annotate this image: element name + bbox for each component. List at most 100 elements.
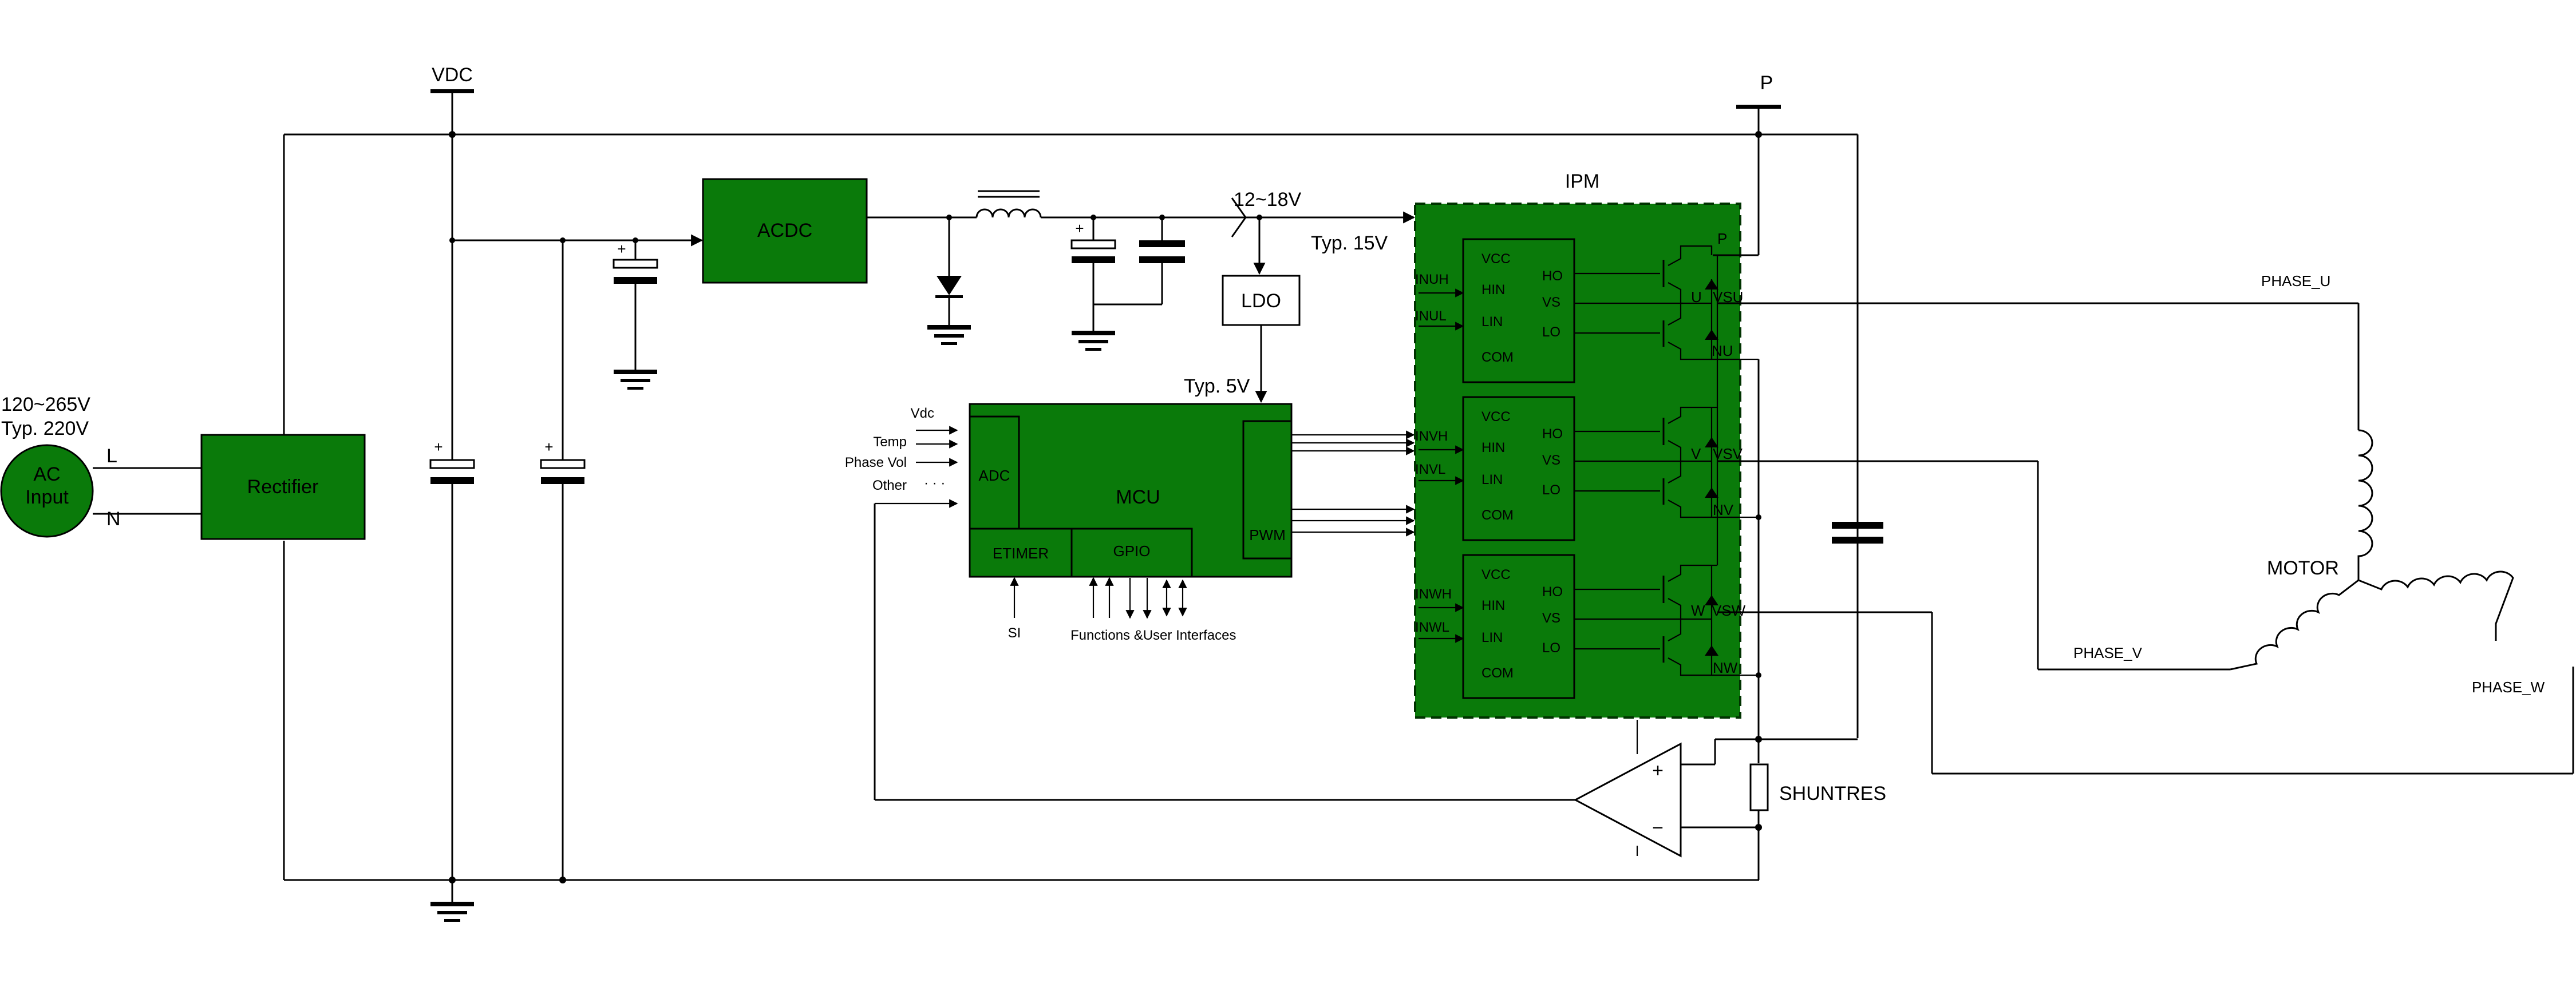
driver-w: VCC HIN LIN COM HO VS LO INWH INWL W VSW (1415, 554, 1746, 699)
svg-text:AC: AC (33, 463, 60, 485)
output-cap-ground (1070, 310, 1116, 352)
phase-u-label: PHASE_U (2261, 272, 2330, 290)
svg-text:P: P (1760, 72, 1773, 94)
motor-label: MOTOR (2267, 557, 2339, 579)
svg-text:Phase Vol: Phase Vol (845, 455, 907, 470)
phase-w-label: PHASE_W (2472, 679, 2545, 696)
svg-text:Rectifier: Rectifier (247, 476, 319, 498)
ipm-label: IPM (1565, 171, 1599, 192)
svg-text:MCU: MCU (1116, 486, 1160, 508)
vdc-rail: VDC (430, 64, 474, 93)
svg-text:VS: VS (1542, 295, 1560, 310)
ground-main (429, 881, 475, 923)
igbt-v-high (1662, 406, 1718, 462)
ac-typical-voltage: Typ. 220V (1, 418, 89, 439)
svg-text:LIN: LIN (1481, 314, 1503, 330)
svg-text:· · ·: · · · (924, 475, 945, 491)
svg-text:HO: HO (1542, 268, 1563, 284)
ipm-pin-u: U (1691, 288, 1702, 306)
igbt-v-low (1662, 461, 1718, 518)
svg-text:VS: VS (1542, 453, 1560, 468)
svg-text:+: + (1075, 220, 1084, 237)
ldo-block: LDO Typ. 5V (1184, 275, 1301, 403)
svg-text:Vdc: Vdc (911, 406, 934, 421)
voltage-12-18: 12~18V (1234, 189, 1301, 211)
mcu-block: MCU ADC PWM ETIMER GPIO (969, 403, 1293, 578)
dc-link-capacitor (1832, 134, 1883, 544)
igbt-u-high (1662, 245, 1718, 304)
bus-capacitor-2: + (540, 438, 586, 484)
svg-text:LIN: LIN (1481, 472, 1503, 487)
svg-text:HIN: HIN (1481, 598, 1505, 613)
ipm-pin-v: V (1691, 445, 1701, 462)
ipm-pin-vsw: VSW (1712, 602, 1746, 619)
ipm-pin-nw: NW (1713, 659, 1738, 676)
ac-input: 120~265V Typ. 220V AC Input L N (0, 394, 202, 538)
ipm-input-inul: INUL (1415, 308, 1447, 324)
n-rail (1681, 358, 1858, 880)
pwm-signals (1291, 430, 1415, 537)
ipm-pin-p: P (1717, 230, 1727, 247)
si-label: SI (1008, 625, 1021, 641)
svg-text:LO: LO (1542, 482, 1560, 498)
functions-label: Functions &User Interfaces (1070, 628, 1236, 643)
igbt-u-low (1662, 303, 1718, 360)
phase-wiring: PHASE_U PHASE_V PHASE_W (1717, 272, 2574, 775)
ac-voltage-range: 120~265V (1, 394, 90, 415)
ipm-pin-nu: NU (1712, 342, 1733, 359)
svg-text:VCC: VCC (1481, 251, 1511, 267)
svg-text:COM: COM (1481, 665, 1514, 681)
ipm-internal-bus (1710, 246, 1718, 566)
ipm-input-inuh: INUH (1415, 272, 1449, 287)
svg-text:COM: COM (1481, 508, 1514, 523)
output-electrolytic-capacitor: + (1070, 220, 1116, 263)
ipm-input-invh: INVH (1415, 429, 1448, 444)
svg-text:Other: Other (872, 478, 907, 493)
svg-text:HO: HO (1542, 426, 1563, 442)
igbt-w-high (1662, 564, 1718, 620)
voltage-typ-5: Typ. 5V (1184, 375, 1250, 397)
output-ceramic-capacitor (1139, 240, 1185, 263)
svg-text:Input: Input (25, 486, 69, 508)
svg-text:LIN: LIN (1481, 630, 1503, 645)
svg-text:LO: LO (1542, 640, 1560, 656)
driver-v: VCC HIN LIN COM HO VS LO INVH INVL V VSV (1415, 396, 1743, 541)
driver-u: VCC HIN LIN COM HO VS LO INUH INUL U VSU (1415, 238, 1743, 383)
bus-capacitor-1: + (429, 438, 475, 484)
svg-text:LO: LO (1542, 324, 1560, 340)
mcu-analog-inputs: Vdc Temp Phase Vol Other · · · (845, 406, 958, 508)
ipm-pin-nv: NV (1713, 501, 1734, 518)
motor: MOTOR (2230, 429, 2514, 671)
ground-input-cap (613, 349, 658, 391)
ipm-input-invl: INVL (1415, 462, 1445, 477)
pwm-label: PWM (1249, 526, 1286, 544)
svg-text:+: + (434, 438, 442, 455)
rectifier-block: Rectifier (200, 434, 366, 540)
adc-label: ADC (979, 467, 1010, 484)
phase-v-label: PHASE_V (2073, 644, 2143, 661)
line-label: L (106, 445, 117, 467)
svg-text:VCC: VCC (1481, 409, 1511, 425)
ipm-input-inwl: INWL (1415, 620, 1449, 635)
svg-text:VCC: VCC (1481, 567, 1511, 582)
svg-text:Temp: Temp (873, 434, 907, 450)
current-sense-opamp: + − (874, 504, 1715, 858)
svg-text:HO: HO (1542, 584, 1563, 600)
shunt-resistor: SHUNTRES (1749, 763, 1886, 811)
svg-text:−: − (1652, 817, 1664, 839)
mcu-gpio-io: SI Functions &User Interfaces (1008, 577, 1236, 643)
input-capacitor: + (613, 240, 658, 284)
ipm-input-inwh: INWH (1415, 586, 1452, 602)
vdc-label: VDC (432, 64, 473, 86)
svg-text:+: + (544, 438, 553, 455)
igbt-w-low (1662, 619, 1718, 676)
svg-text:VS: VS (1542, 611, 1560, 626)
etimer-label: ETIMER (993, 545, 1049, 562)
svg-text:HIN: HIN (1481, 282, 1505, 298)
voltage-typ-15: Typ. 15V (1311, 232, 1388, 254)
acdc-block: ACDC (702, 178, 868, 284)
neutral-label: N (106, 508, 121, 530)
p-rail: P P (1713, 72, 1781, 256)
diode-ground (926, 304, 972, 346)
